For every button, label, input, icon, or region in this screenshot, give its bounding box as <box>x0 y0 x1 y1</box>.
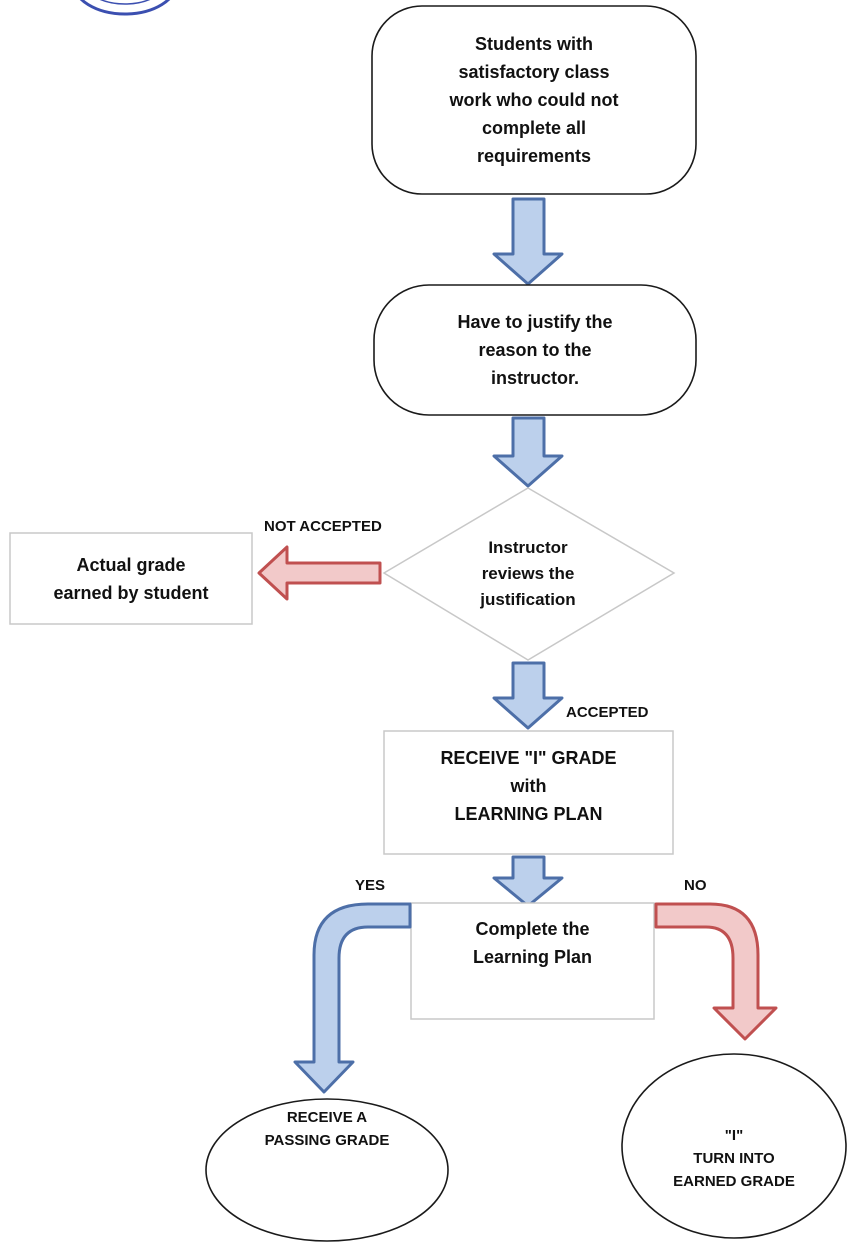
start-node-text: Students with satisfactory class work wh… <box>449 34 619 166</box>
justify-node <box>373 284 697 416</box>
arrow-down-1 <box>492 197 564 286</box>
start-node <box>371 5 697 195</box>
arrow-no <box>654 902 778 1041</box>
no-label: NO <box>684 877 707 894</box>
actual-grade-text: Actual grade earned by student <box>53 554 209 603</box>
logo-fragment <box>79 0 171 16</box>
review-node-text: Instructor reviews the justification <box>480 538 576 609</box>
complete-plan-text: Complete the Learning Plan <box>472 919 593 967</box>
turn-into-text: "I" TURN INTO EARNED GRADE <box>673 1126 795 1190</box>
passing-ellipse <box>205 1098 449 1242</box>
yes-label: YES <box>355 877 386 894</box>
passing-text: RECEIVE A PASSING GRADE <box>264 1109 390 1149</box>
review-diamond <box>382 487 676 661</box>
actual-grade-box <box>9 532 253 625</box>
accepted-label: ACCEPTED <box>566 704 649 721</box>
justify-node-text: Have to justify the reason to the instru… <box>457 312 613 388</box>
not-accepted-label: NOT ACCEPTED <box>264 518 382 535</box>
arrow-yes <box>293 902 412 1094</box>
receive-i-text: RECEIVE "I" GRADE with LEARNING PLAN <box>440 748 617 824</box>
receive-i-box <box>383 730 674 855</box>
arrow-down-4 <box>492 855 564 908</box>
turn-into-ellipse <box>621 1053 847 1239</box>
arrow-down-2 <box>492 416 564 488</box>
arrow-accepted <box>492 661 564 730</box>
arrow-not-accepted <box>257 545 382 601</box>
complete-plan-box <box>410 902 655 1020</box>
